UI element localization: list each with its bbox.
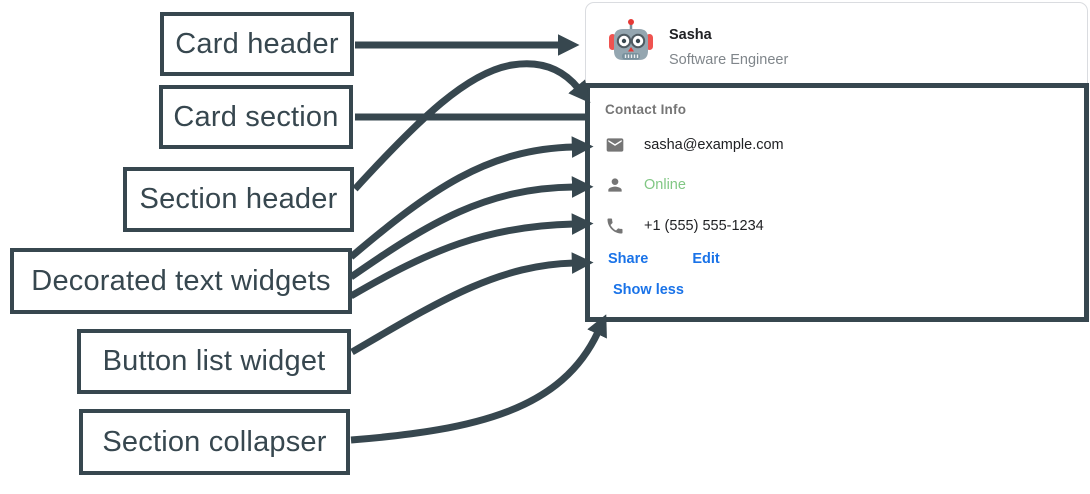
person-icon [608,178,622,192]
arrow-section-header [352,60,591,192]
decorated-text-email: sasha@example.com [605,135,784,155]
section-header: Contact Info [605,102,687,117]
label-section-collapser: Section collapser [79,409,350,475]
email-text: sasha@example.com [644,137,784,153]
email-icon [606,138,624,152]
share-button[interactable]: Share [608,251,649,267]
arrow-decorated-status [349,176,594,280]
card-subtitle: Software Engineer [669,52,789,68]
decorated-text-status: Online [605,175,686,195]
button-list: Share Edit [608,251,720,267]
label-card-section: Card section [159,85,353,149]
label-button-list-widget: Button list widget [77,329,351,394]
card-header: Sasha Software Engineer [586,3,1087,83]
arrow-section-collapser [350,314,607,444]
section-collapser[interactable]: Show less [613,282,684,298]
robot-avatar-icon [609,19,653,60]
card-title: Sasha [669,27,712,43]
arrow-decorated-phone [349,213,594,300]
phone-icon [607,218,623,234]
phone-text: +1 (555) 555-1234 [644,218,764,234]
arrow-button-list [350,252,594,356]
label-card-header: Card header [160,12,354,76]
label-section-header: Section header [123,167,354,232]
decorated-text-phone: +1 (555) 555-1234 [605,216,764,236]
label-decorated-text-widgets: Decorated text widgets [10,248,352,314]
arrow-decorated-email [348,136,594,260]
status-text: Online [644,177,686,193]
edit-button[interactable]: Edit [692,251,720,267]
card-section: Contact Info sasha@example.com Online +1… [585,83,1089,322]
